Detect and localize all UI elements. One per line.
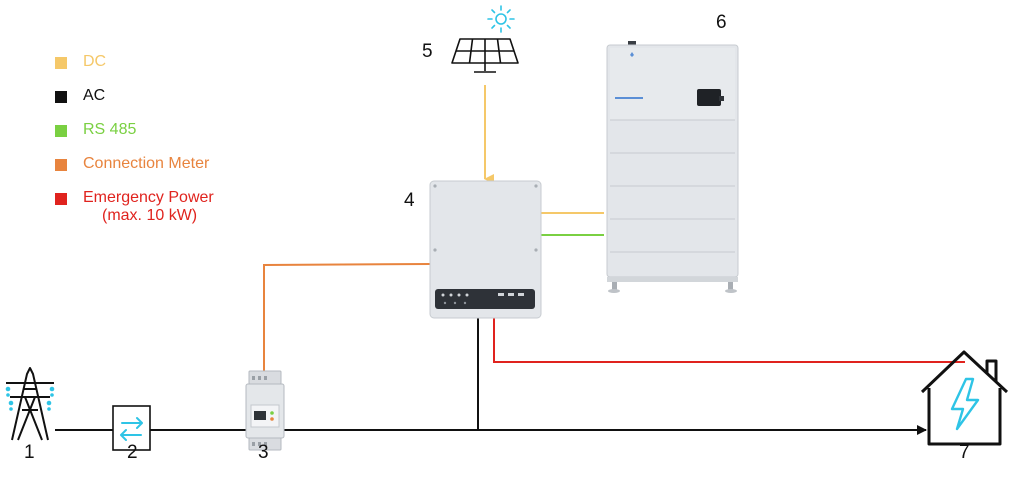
house-lightning-icon [920,350,1009,446]
connection-meter-line [263,263,431,372]
emergency-power-line [493,318,965,363]
component-number-energy-meter: 3 [258,442,269,463]
legend-swatch-ac [55,91,67,103]
component-number-house: 7 [959,442,970,463]
legend-swatch-dc [55,57,67,69]
legend-label-emergency-power: Emergency Power [83,189,214,206]
bidirectional-arrows-icon [112,405,151,451]
legend-item-dc: DC [55,52,315,86]
component-number-switch-box: 2 [127,442,138,463]
inverter-icon [429,180,542,319]
legend-swatch-connection-meter [55,159,67,171]
component-number-hybrid-inverter: 4 [404,190,415,211]
legend-item-rs485: RS 485 [55,120,315,154]
solar-panel-icon [451,38,519,73]
legend-label-connection-meter: Connection Meter [83,155,210,172]
legend-swatch-emergency-power [55,193,67,205]
legend-item-connection-meter: Connection Meter [55,154,315,188]
battery-cabinet-icon [606,41,739,293]
sun-icon [487,5,515,33]
legend-swatch-rs485 [55,125,67,137]
component-number-solar-panel: 5 [422,41,433,62]
legend: DC AC RS 485 Connection Meter Emergency … [55,52,315,224]
legend-item-emergency-power: Emergency Power (max. 10 kW) [55,188,315,224]
din-rail-meter-icon [245,370,285,451]
legend-sublabel-emergency-power: (max. 10 kW) [102,207,198,224]
legend-label-dc: DC [83,53,107,70]
legend-item-ac: AC [55,86,315,120]
legend-label-ac: AC [83,87,106,104]
component-number-battery-storage: 6 [716,12,727,33]
power-pylon-icon [5,367,55,441]
component-number-grid-pylon: 1 [24,442,35,463]
legend-label-rs485: RS 485 [83,121,137,138]
connections [55,85,965,435]
